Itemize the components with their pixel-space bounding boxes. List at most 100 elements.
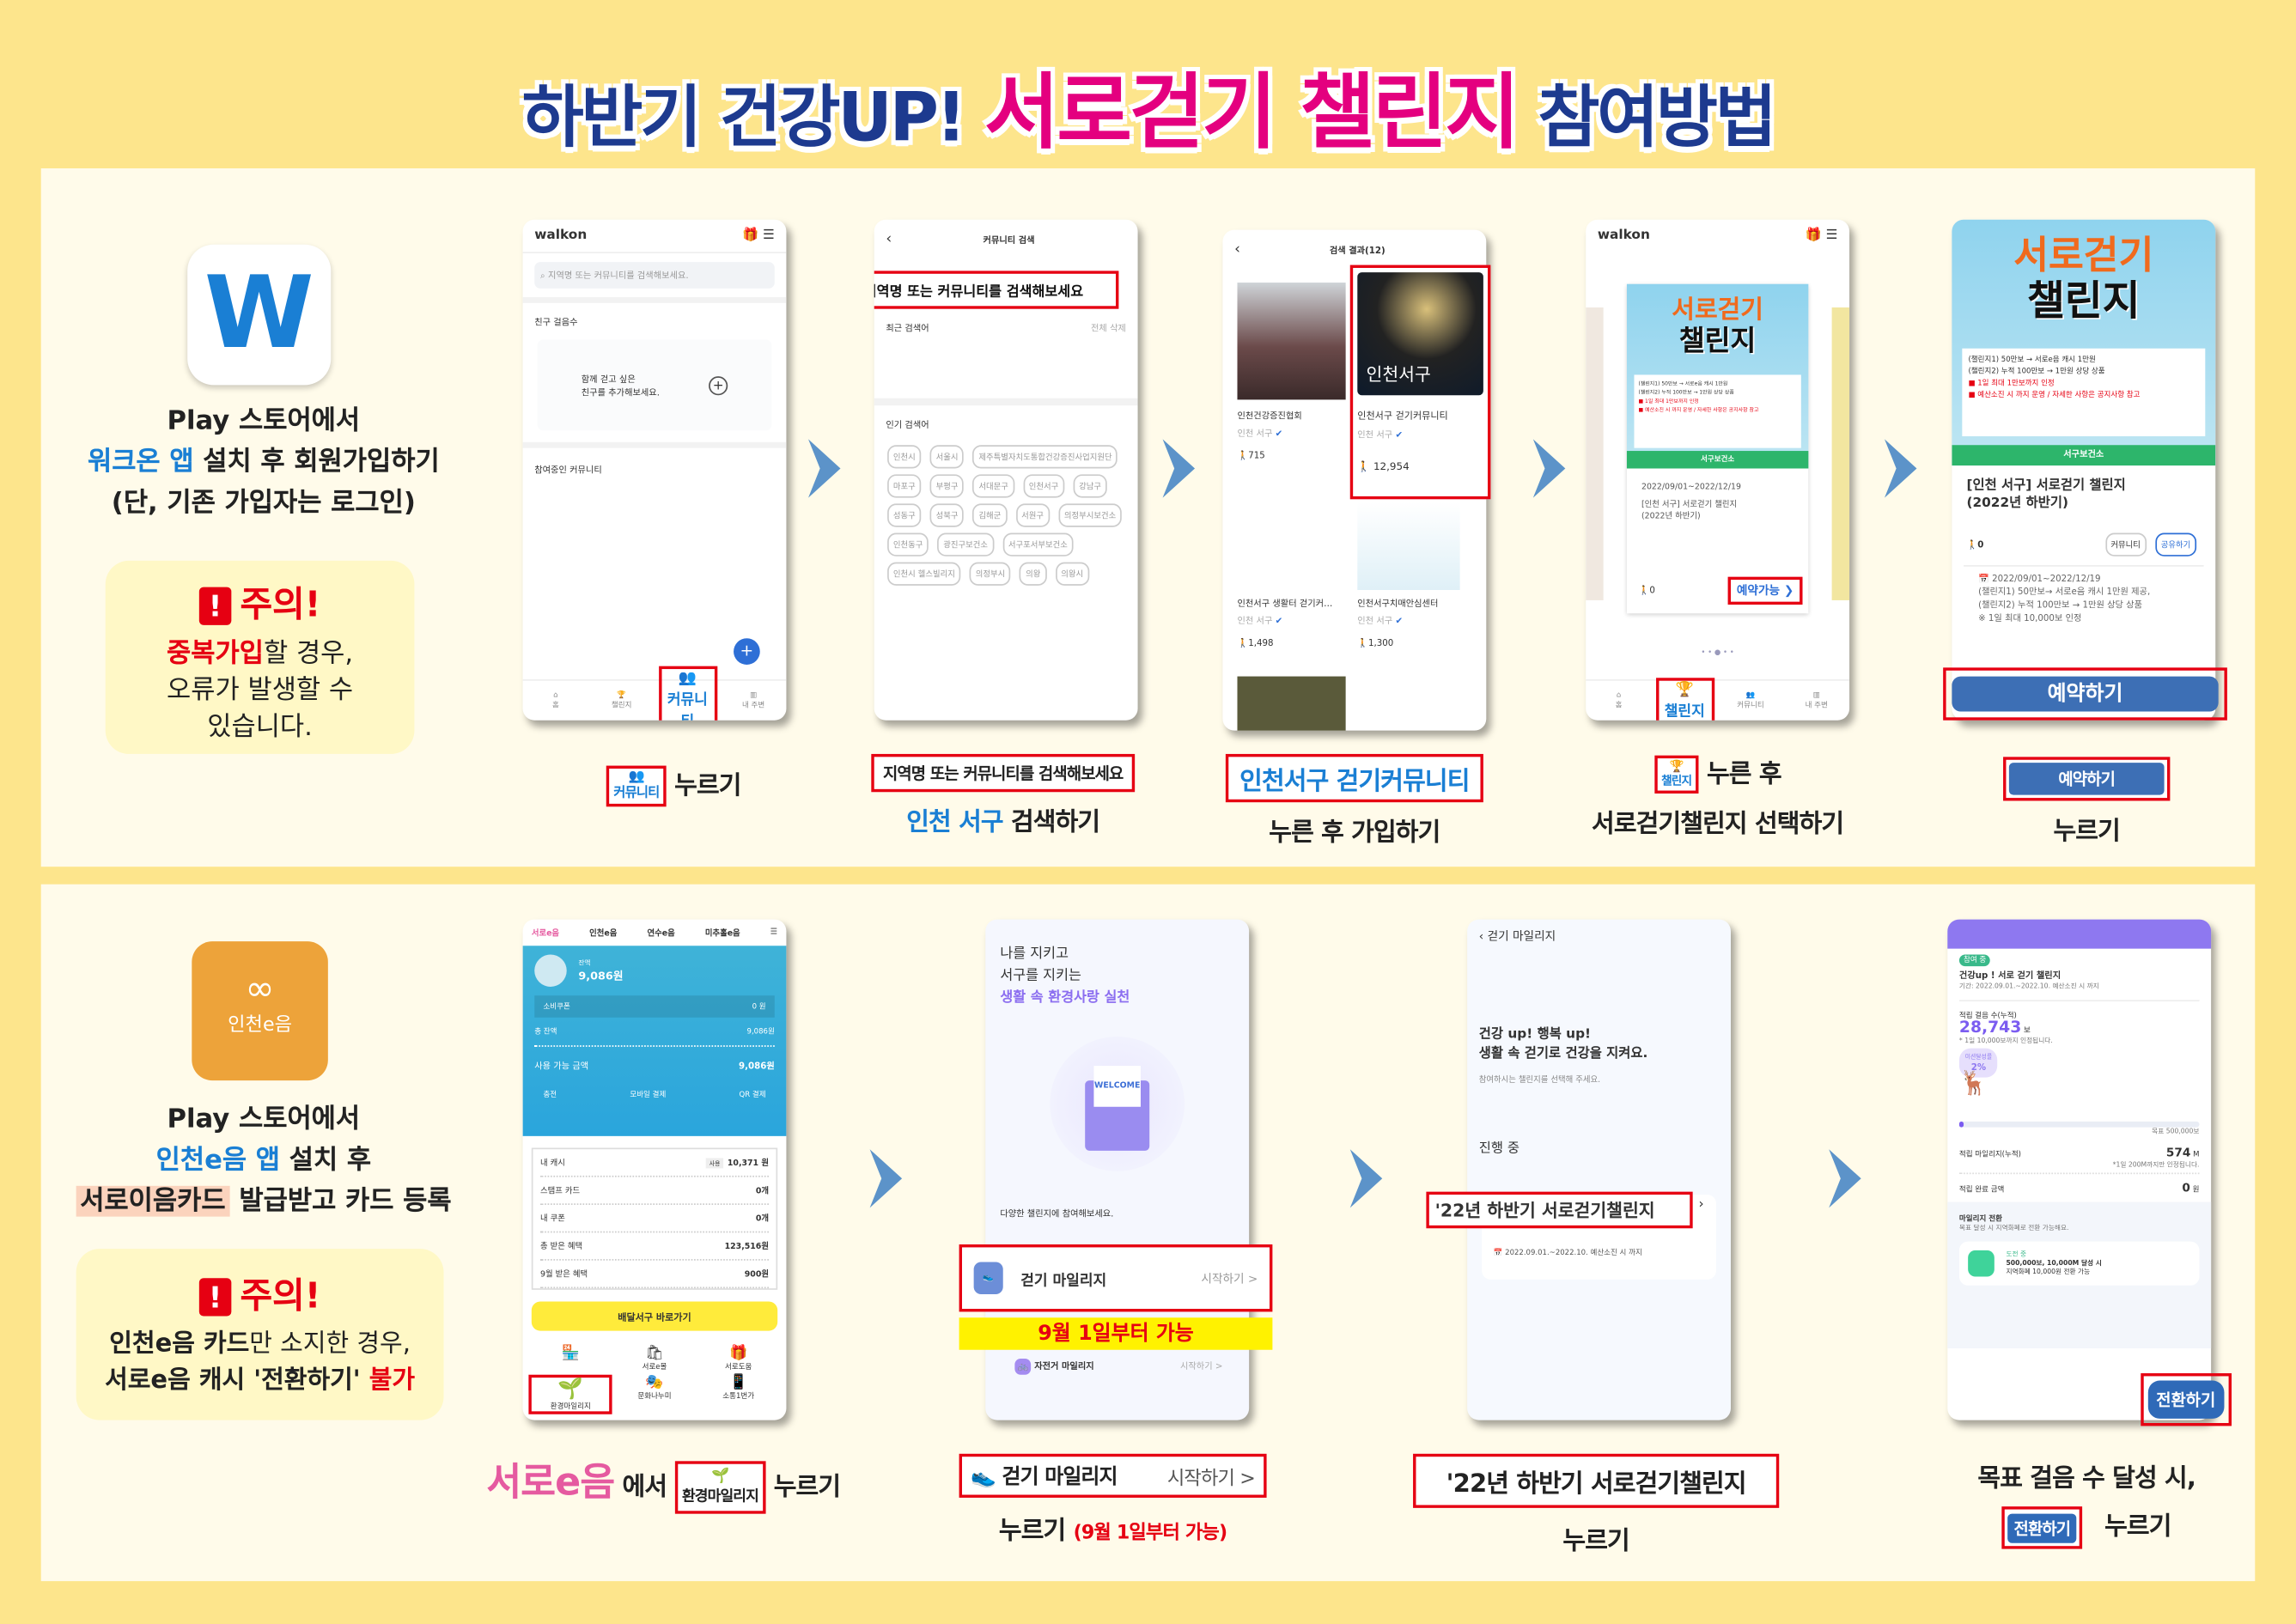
community-button[interactable]: 커뮤니티 bbox=[2104, 532, 2147, 557]
steps-unit: 보 bbox=[2024, 1026, 2031, 1036]
condition-text: 500,000보, 10,000M 달성 시 bbox=[2006, 1260, 2102, 1268]
reserve-available-button[interactable]: 예약가능 ❯ bbox=[1727, 576, 1803, 605]
popular-search-chip[interactable]: 인천동구 bbox=[887, 532, 929, 557]
bike-mileage-item[interactable]: 🚲 자전거 마일리지 시작하기 > bbox=[1014, 1358, 1222, 1375]
result-region: 인천 서구 bbox=[1357, 430, 1393, 441]
service-menu-item[interactable]: 🏪 bbox=[528, 1346, 612, 1372]
challenge-poster: 서로걷기 챌린지 (챌린지1) 50만보 → 서로e음 캐시 1만원(챌린지2)… bbox=[1952, 219, 2216, 466]
popular-search-chip[interactable]: 의정부시 bbox=[969, 562, 1012, 586]
challenge-item-highlight[interactable]: '22년 하반기 서로걷기챌린지 bbox=[1426, 1191, 1693, 1229]
convert-button-highlight: 전환하기 bbox=[2140, 1373, 2232, 1426]
popular-search-chip[interactable]: 인천서구 bbox=[1022, 474, 1065, 498]
popular-search-chip[interactable]: 서구포서부보건소 bbox=[1002, 532, 1074, 557]
subtext: 참여하시는 챌린지를 선택해 주세요. bbox=[1478, 1075, 1601, 1086]
popular-search-chip[interactable]: 성북구 bbox=[929, 503, 965, 527]
icon-label: 챌린지 bbox=[1661, 774, 1692, 788]
delivery-seogu-banner[interactable]: 배달서구 바로가기 bbox=[531, 1301, 778, 1331]
nav-home[interactable]: ⌂홈 bbox=[551, 690, 559, 710]
community-search-input[interactable]: 지역명 또는 커뮤니티를 검색해보세요 bbox=[874, 271, 1119, 309]
share-button[interactable]: 공유하기 bbox=[2154, 532, 2197, 557]
popular-search-chip[interactable]: 의왕시 bbox=[1055, 562, 1089, 586]
result-card-highlighted[interactable]: 인천서구 인천서구 걷기커뮤니티 인천 서구 ✔ 🚶 12,954 bbox=[1349, 265, 1491, 500]
result-card[interactable]: 인천건강증진협회 인천 서구 ✔ 🚶715 bbox=[1237, 283, 1346, 461]
popular-search-chip[interactable]: 서대문구 bbox=[972, 474, 1014, 498]
service-menu-item[interactable]: 🛍서로e몰 bbox=[612, 1346, 697, 1372]
charge-button[interactable]: 충전 bbox=[543, 1091, 557, 1100]
back-icon[interactable]: ‹ bbox=[886, 231, 892, 248]
nav-challenge[interactable]: 🏆챌린지 bbox=[611, 690, 632, 710]
tab-incheon-eum[interactable]: 인천e음 bbox=[589, 929, 618, 939]
nav-challenge[interactable]: 🏆챌린지 bbox=[1655, 677, 1714, 721]
popular-search-chip[interactable]: 마포구 bbox=[887, 474, 922, 498]
popular-search-chip[interactable]: 의정부시보건소 bbox=[1058, 503, 1123, 527]
popular-search-chip[interactable]: 부평구 bbox=[929, 474, 965, 498]
warning-text: 할 경우, bbox=[263, 638, 354, 670]
back-icon[interactable]: ‹ bbox=[1478, 929, 1484, 943]
headline: 나를 지키고 bbox=[1000, 946, 1069, 963]
popular-search-chip[interactable]: 성동구 bbox=[887, 503, 922, 527]
gift-menu-icons[interactable]: 🎁 ☰ bbox=[1805, 228, 1838, 243]
tab-seoro-eum[interactable]: 서로e음 bbox=[531, 929, 560, 939]
nav-community[interactable]: 👥커뮤니티 bbox=[658, 666, 717, 721]
poster-line: (챌린지2) 누적 100만보 → 1만원 상당 상품 bbox=[1968, 367, 2105, 377]
result-card[interactable]: 인천서구 생활터 걷기커… 인천 서구 ✔ 🚶1,498 bbox=[1237, 596, 1345, 648]
service-icon: 🌱 bbox=[557, 1378, 584, 1402]
popular-search-chip[interactable]: 서울시 bbox=[929, 445, 965, 469]
walking-mileage-item[interactable]: 👟걷기 마일리지 시작하기 > bbox=[959, 1244, 1273, 1312]
nav-home[interactable]: ⌂홈 bbox=[1615, 690, 1623, 710]
nav-label: 홈 bbox=[1615, 701, 1623, 710]
walkon-app-logo: W bbox=[187, 244, 332, 386]
clear-all-link[interactable]: 전체 삭제 bbox=[1091, 323, 1126, 334]
app-name: 워크온 앱 bbox=[87, 446, 194, 477]
service-menu-item[interactable]: 📱소통1번가 bbox=[697, 1375, 781, 1414]
popular-search-chip[interactable]: 김해군 bbox=[972, 503, 1008, 527]
service-menu-item[interactable]: 🎭문화나누미 bbox=[612, 1375, 697, 1414]
result-card[interactable]: 인천서구치매안심센터 인천 서구 ✔ 🚶1,300 bbox=[1357, 596, 1474, 648]
headline-accent: 생활 속 환경사랑 실천 bbox=[1000, 989, 1130, 1007]
challenge-card[interactable]: 서로걷기 챌린지 (챌린지1) 50만보 → 서로e음 캐시 1만원(챌린지2)… bbox=[1626, 283, 1809, 614]
service-menu-item[interactable]: 🌱환경마일리지 bbox=[528, 1374, 613, 1414]
tab-yeonsu-eum[interactable]: 연수e음 bbox=[647, 929, 675, 939]
popular-search-chip[interactable]: 인천시 bbox=[887, 445, 922, 469]
popular-search-chip[interactable]: 의왕 bbox=[1020, 562, 1047, 586]
search-input[interactable]: ⌕ 지역명 또는 커뮤니티를 검색해보세요. bbox=[534, 262, 775, 289]
add-friend-plus-icon[interactable]: + bbox=[709, 375, 728, 395]
qr-pay-button[interactable]: QR 결제 bbox=[739, 1091, 766, 1100]
eco-mileage-screen: 나를 지키고 서구를 지키는 생활 속 환경사랑 실천 WELCOME 다양한 … bbox=[959, 919, 1273, 1420]
nav-nearby[interactable]: ▥내 주변 bbox=[1805, 690, 1828, 710]
exclamation-icon: ! bbox=[198, 587, 232, 625]
menu-icon[interactable]: ☰ bbox=[770, 928, 778, 938]
item-title: 걷기 마일리지 bbox=[1020, 1273, 1107, 1290]
popular-search-chip[interactable]: 제주특별자치도통합건강증진사업지원단 bbox=[972, 445, 1118, 469]
popular-search-chip[interactable]: 강남구 bbox=[1073, 474, 1107, 498]
popular-search-chip[interactable]: 광진구보건소 bbox=[937, 532, 994, 557]
challenge-name: (2022년 하반기) bbox=[1641, 512, 1701, 521]
nav-nearby[interactable]: ▥내 주변 bbox=[741, 690, 765, 710]
popular-search-chip[interactable]: 인천시 헬스빌리지 bbox=[887, 562, 961, 586]
convert-button[interactable]: 전환하기 bbox=[2147, 1380, 2225, 1419]
next-arrow-icon bbox=[1532, 439, 1566, 498]
nav-community[interactable]: 👥커뮤니티 bbox=[1737, 690, 1764, 710]
reserve-button[interactable]: 예약하기 bbox=[1952, 676, 2219, 712]
step1-caption: 👥커뮤니티 누르기 bbox=[557, 764, 791, 807]
gift-menu-icons[interactable]: 🎁 ☰ bbox=[742, 228, 775, 243]
caption-text: 누르기 bbox=[674, 771, 741, 801]
item-title: 자전거 마일리지 bbox=[1034, 1361, 1094, 1372]
headline: 서구를 지키는 bbox=[1000, 967, 1081, 984]
poster-line: ■ 예산소진 시 까지 운영 / 자세한 사항은 공지사항 참고 bbox=[1638, 406, 1759, 413]
step6-caption: 서로e음 에서 🌱환경마일리지 누르기 bbox=[466, 1452, 861, 1514]
walkon-home-screen: walkon🎁 ☰ ⌕ 지역명 또는 커뮤니티를 검색해보세요. 친구 걸음수 … bbox=[522, 219, 787, 721]
service-menu-item[interactable]: 🎁서로도움 bbox=[697, 1346, 781, 1372]
back-icon[interactable]: ‹ bbox=[1234, 241, 1240, 259]
fab-add-button[interactable]: + bbox=[734, 638, 760, 665]
tab-michuhol-eum[interactable]: 미추홀e음 bbox=[704, 929, 740, 939]
carousel-dots[interactable]: • • ● • • bbox=[1701, 648, 1734, 658]
popular-search-chip[interactable]: 서원구 bbox=[1015, 503, 1050, 527]
mobile-pay-button[interactable]: 모바일 결제 bbox=[630, 1091, 667, 1100]
